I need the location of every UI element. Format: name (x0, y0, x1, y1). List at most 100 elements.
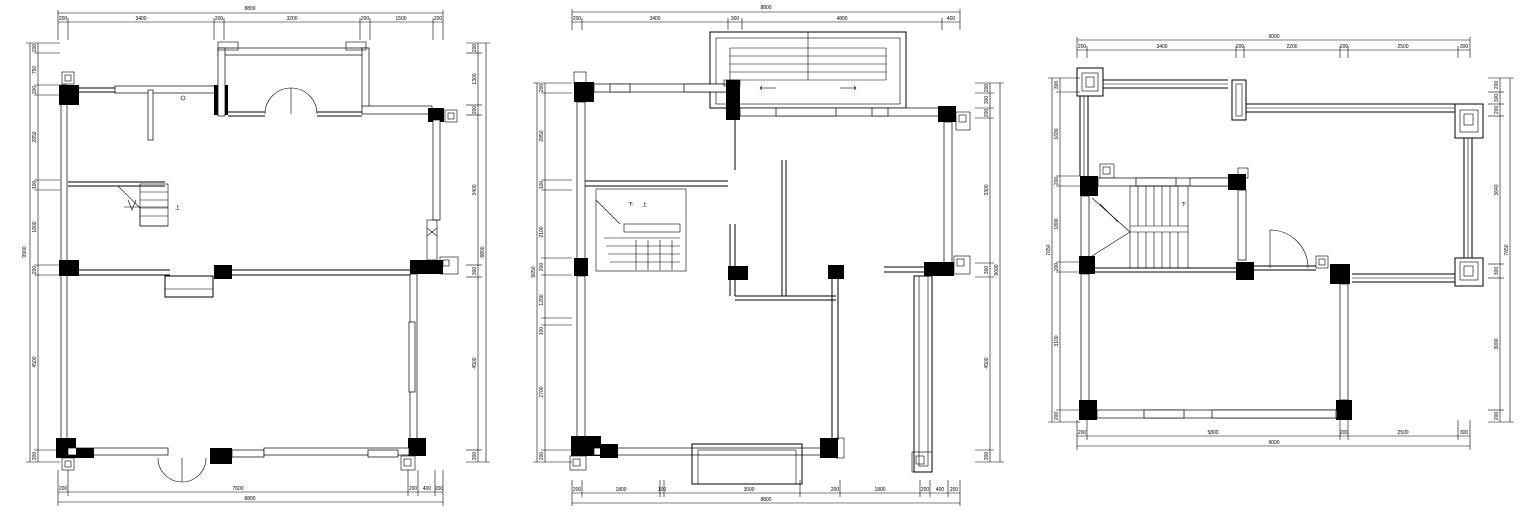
plan2-top-dim: 200 (573, 16, 582, 22)
plan2-bottom-dim: 200 (950, 487, 959, 493)
plan1-left-dim: 2850 (32, 131, 38, 142)
plan2-bottom-dim: 200 (573, 487, 582, 493)
plan1-left-dim: 750 (32, 66, 38, 75)
plan2-top-dimensions: 8800 200 3400 300 4800 400 (571, 5, 961, 30)
plan3-right-dim: 300 (1494, 94, 1500, 103)
plan1-stair-label: 上 (175, 204, 180, 211)
plan1-right-total: 8800 (480, 246, 486, 257)
plan2-right-dim: 4500 (984, 357, 990, 368)
plan1-right-dim: 1300 (472, 73, 478, 84)
plan2-top-dim: 4800 (836, 16, 847, 22)
plan1-right-dim: 300 (472, 267, 478, 276)
plan2-left-dim: 200 (539, 452, 545, 461)
plan3-bottom-dim: 5800 (1207, 430, 1218, 436)
plan1-left-dimensions: 200 750 200 2850 100 1800 200 4500 200 9… (22, 42, 60, 463)
plan3-top-dim: 2500 (1397, 44, 1408, 50)
plan3-bottom-dim: 200 (1340, 430, 1349, 436)
plan1-right-dim: 200 (472, 452, 478, 461)
plan1-top-dimensions: 8800 200 3400 200 3200 200 1500 200 (57, 6, 444, 40)
plan2-right-dim: 200 (984, 452, 990, 461)
plan2-bottom-dim: 100 (658, 487, 667, 493)
plan3-bottom-dimensions: 200 5800 200 2500 300 9000 (1076, 420, 1471, 450)
plan3-right-dim: 300 (1494, 267, 1500, 276)
plan2-right-dim: 300 (984, 266, 990, 275)
plan3-top-dim: 3400 (1156, 44, 1167, 50)
plan1-left-dim: 200 (32, 452, 38, 461)
plan3-bottom-dim: 2500 (1397, 430, 1408, 436)
plan1-bottom-total: 8800 (244, 496, 255, 502)
plan3-left-dim: 1800 (1054, 218, 1060, 229)
plan2-top-total: 8800 (760, 5, 771, 11)
plan3-bottom-dim: 300 (1460, 430, 1469, 436)
plan2-left-dimensions: 200 2850 100 2100 200 1200 100 2700 200 … (531, 82, 572, 463)
plan1-right-dim: 4500 (472, 357, 478, 368)
plan3-top-dimensions: 9000 200 3400 200 2200 200 2500 300 (1076, 34, 1471, 58)
plan3-left-dim: 200 (1054, 177, 1060, 186)
plan2-bottom-dim: 200 (831, 487, 840, 493)
plan2-right-dimensions: 200 300 200 3300 300 4500 200 9600 (975, 82, 1004, 463)
plan3-left-total: 7650 (1046, 244, 1052, 255)
plan1-bottom-dim: 400 (423, 486, 432, 492)
plan1-bottom-dimensions: 200 7600 200 400 200 8800 (57, 470, 444, 506)
plan2-walls: 下 上 (569, 31, 971, 485)
plan3-right-dimensions: 200 300 200 3640 300 3000 200 7650 (1488, 77, 1514, 423)
plan1-left-dim: 100 (32, 181, 38, 190)
plan3-right-dim: 200 (1494, 412, 1500, 421)
plan3-top-dim: 2200 (1286, 44, 1297, 50)
plan2-left-dim: 100 (539, 181, 545, 190)
plan2-right-total: 9600 (994, 264, 1000, 275)
plan1-top-total: 8800 (244, 6, 255, 12)
plan1-left-dim: 4500 (32, 356, 38, 367)
plan1-left-total: 9900 (22, 246, 28, 257)
plan1-bottom-dim: 200 (435, 486, 444, 492)
plan2-top-dim: 300 (731, 16, 740, 22)
plan2-left-dim: 200 (539, 263, 545, 272)
plan2-right-dim: 3300 (984, 184, 990, 195)
plan3-left-dim: 3100 (1054, 335, 1060, 346)
plan1-bottom-dim: 7600 (232, 486, 243, 492)
plan2-right-dim: 200 (984, 109, 990, 118)
plan2-right-dim: 200 (984, 84, 990, 93)
plan1-walls: 上 (56, 41, 459, 483)
plan2-left-dim: 2700 (539, 386, 545, 397)
floor-plan-3: 9000 200 3400 200 2200 200 2500 300 200 … (1046, 34, 1514, 450)
plan1-right-dim: 200 (472, 44, 478, 53)
plan2-left-dim: 100 (539, 327, 545, 336)
plan1-right-dim: 200 (472, 106, 478, 115)
plan1-top-dim: 200 (59, 16, 68, 22)
plan3-top-dim: 200 (1078, 44, 1087, 50)
plan3-stair-label: 下 (1181, 202, 1186, 208)
plan2-bottom-dim: 1800 (615, 487, 626, 493)
plan1-right-dim: 3400 (472, 184, 478, 195)
plan3-right-dim: 200 (1494, 106, 1500, 115)
plan3-left-dim: 300 (1054, 81, 1060, 90)
plan3-right-dim: 3000 (1494, 338, 1500, 349)
plan2-stair-label-down: 下 (628, 202, 633, 208)
plan2-bottom-dim: 3000 (743, 487, 754, 493)
plan1-bottom-dim: 200 (59, 486, 68, 492)
plan1-left-dim: 1800 (32, 221, 38, 232)
plan1-top-dim: 200 (434, 16, 443, 22)
plan3-left-dimensions: 300 1600 200 1800 200 3100 200 7650 (1046, 77, 1080, 423)
floor-plan-2: 8800 200 3400 300 4800 400 200 1800 100 … (531, 5, 1004, 506)
plan1-left-dim: 200 (32, 266, 38, 275)
plan3-top-total: 9000 (1268, 34, 1279, 40)
plan1-left-dim: 200 (32, 44, 38, 53)
plan2-bottom-total: 8800 (760, 497, 771, 503)
plan3-top-dim: 300 (1460, 44, 1469, 50)
plan2-bottom-dim: 400 (936, 487, 945, 493)
plan2-left-total: 9650 (531, 266, 537, 277)
plan2-bottom-dimensions: 200 1800 100 3000 200 1800 200 400 200 8… (571, 480, 961, 506)
plan2-left-dim: 2850 (539, 130, 545, 141)
plan1-bottom-dim: 200 (409, 486, 418, 492)
plan2-top-dim: 3400 (649, 16, 660, 22)
plan1-top-dim: 200 (361, 16, 370, 22)
plan3-left-dim: 1600 (1054, 128, 1060, 139)
floor-plan-1: 8800 200 3400 200 3200 200 1500 200 200 … (22, 6, 490, 506)
plan1-top-dim: 1500 (395, 16, 406, 22)
plan2-right-dim: 300 (984, 96, 990, 105)
plan3-right-total: 7650 (1504, 244, 1510, 255)
plan2-left-dim: 1200 (539, 294, 545, 305)
plan3-walls: 下 (1076, 67, 1484, 420)
plan3-left-dim: 200 (1054, 412, 1060, 421)
